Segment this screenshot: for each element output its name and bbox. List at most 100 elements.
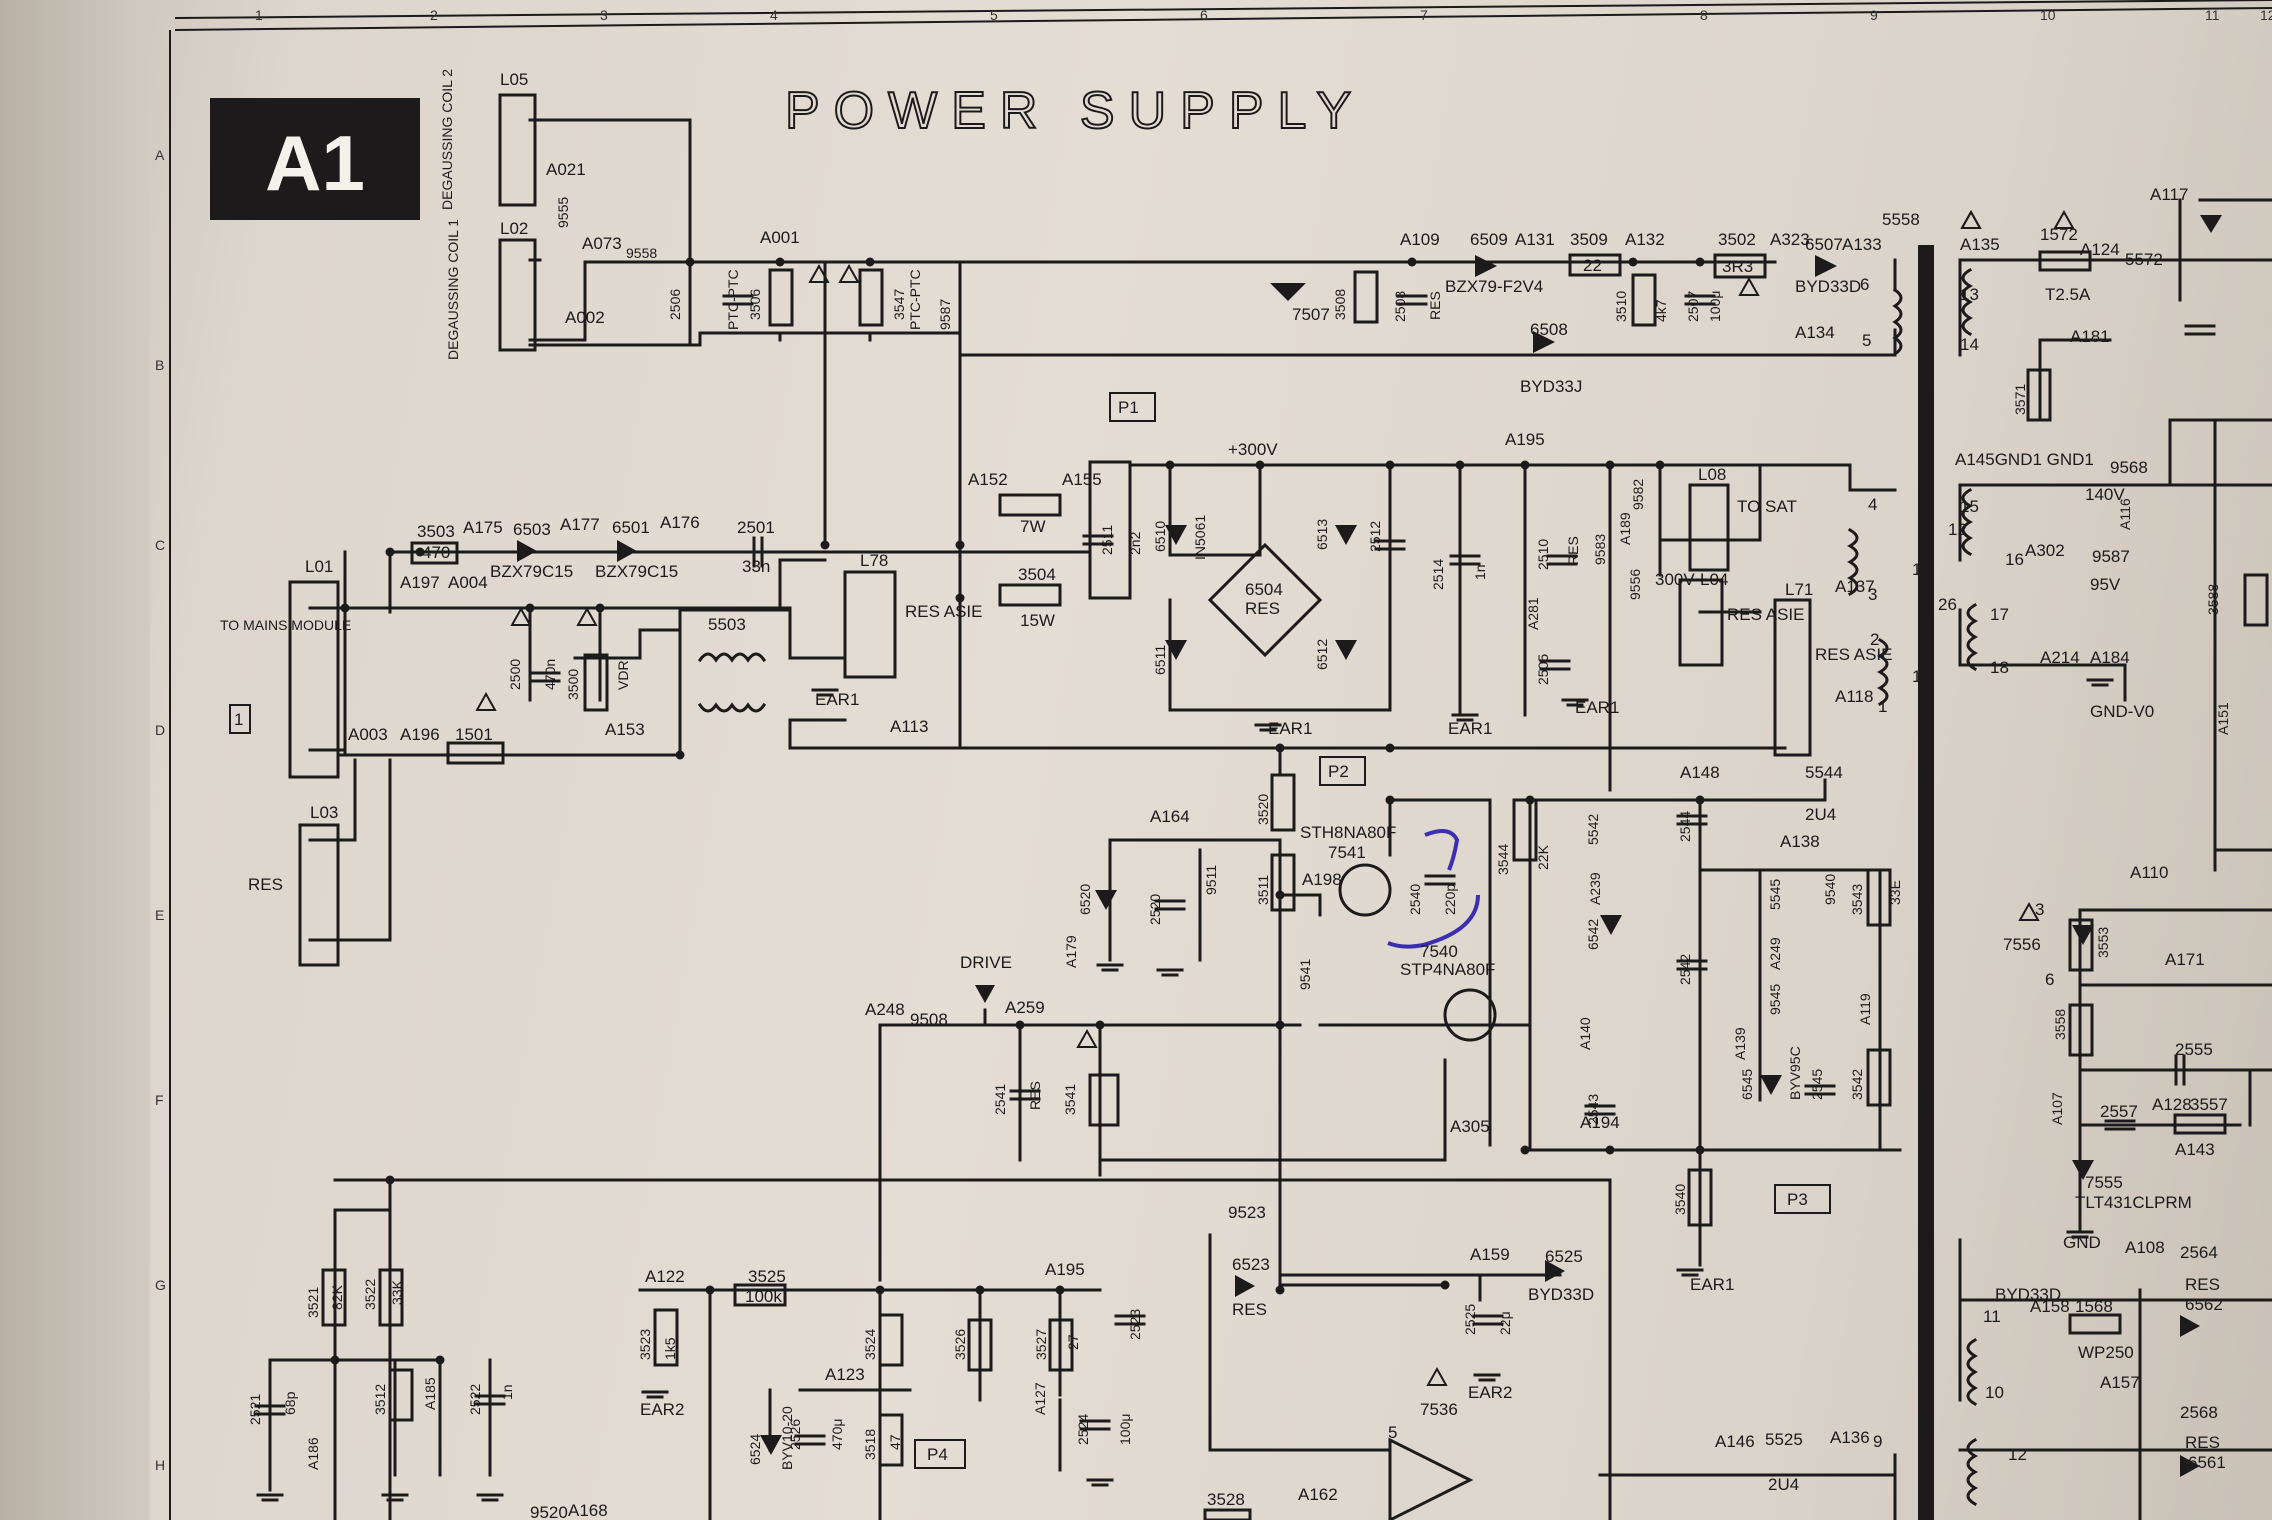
capacitor-5 — [1539, 659, 1571, 671]
capacitor-6 — [752, 536, 764, 568]
label-3510: 3510 — [1613, 291, 1629, 322]
capacitor-group — [254, 294, 2216, 1446]
label-2512: 2512 — [1367, 521, 1383, 552]
label-a124: A124 — [2080, 240, 2120, 259]
sheet-badge-box — [210, 98, 420, 220]
label-a249: A249 — [1767, 937, 1783, 970]
diode-6513 — [1335, 525, 1357, 545]
label-2524: 2524 — [1075, 1414, 1091, 1445]
capacitor-12 — [1009, 1089, 1041, 1101]
label-a073: A073 — [582, 234, 622, 253]
connector-l01 — [288, 580, 340, 779]
label-2540: 2540 — [1407, 884, 1423, 915]
junction-dot-33 — [1055, 1285, 1065, 1295]
label-9556: 9556 — [1627, 569, 1643, 600]
label-3571: 3571 — [2012, 384, 2028, 415]
junction-dot-30 — [1095, 1020, 1105, 1030]
wires — [268, 118, 2272, 1520]
label-a108: A108 — [2125, 1238, 2165, 1257]
label-15w: 15W — [1020, 611, 1055, 630]
label-pin-4: 4 — [1868, 495, 1877, 514]
label-pin-15: 15 — [1960, 497, 1979, 516]
label-a137: A137 — [1835, 577, 1875, 596]
warning-icons — [475, 209, 2075, 1386]
label-gnd-v0: GND-V0 — [2090, 702, 2154, 721]
ground-icon-0 — [811, 688, 839, 697]
coil-17 — [1966, 602, 1979, 672]
label-6510: 6510 — [1152, 521, 1168, 552]
warning-icon-4 — [475, 691, 497, 711]
label-res-2568: RES — [2185, 1433, 2220, 1452]
vdr-3500 — [583, 653, 609, 712]
label-3521: 3521 — [305, 1287, 321, 1318]
label-a171: A171 — [2165, 950, 2205, 969]
label-a176: A176 — [660, 513, 700, 532]
junction-dot-3 — [1407, 257, 1417, 267]
label-ear1-c: EAR1 — [1448, 719, 1492, 738]
label-p4: P4 — [927, 1445, 948, 1464]
label-9511: 9511 — [1203, 865, 1219, 895]
diode-6523 — [1235, 1275, 1255, 1297]
label-a135: A135 — [1960, 235, 2000, 254]
label-1n-2: 1n — [499, 1384, 515, 1400]
label-33n: 33n — [742, 557, 770, 576]
label-a302: A302 — [2025, 541, 2065, 560]
label-pin-9: 9 — [1873, 1432, 1882, 1451]
junction-dot-28 — [1275, 1020, 1285, 1030]
label-9523: 9523 — [1228, 1203, 1266, 1222]
junction-dot-40 — [1605, 1145, 1615, 1155]
label-6503: 6503 — [513, 520, 551, 539]
label-2514: 2514 — [1430, 559, 1446, 590]
label-a179: A179 — [1063, 935, 1079, 968]
connector-l05 — [498, 93, 537, 207]
resistor-3506 — [768, 268, 794, 327]
junction-dot-14 — [955, 540, 965, 550]
label-a109: A109 — [1400, 230, 1440, 249]
resistor-3541 — [1088, 1073, 1120, 1127]
label-2555: 2555 — [2175, 1040, 2213, 1059]
junction-dot-18 — [415, 547, 425, 557]
label-a145-gnd1: A145GND1 GND1 — [1955, 450, 2094, 469]
section-divider — [1918, 245, 1934, 1520]
drive-arrow-icon — [975, 985, 995, 1003]
relay-l78 — [843, 570, 897, 679]
diode-6507 — [1815, 255, 1837, 277]
label-ear1-a: EAR1 — [815, 690, 859, 709]
label-3540: 3540 — [1672, 1184, 1688, 1215]
label-2568: 2568 — [2180, 1403, 2218, 1422]
zener-7555 — [2072, 1160, 2094, 1180]
label-2543: 2543 — [1585, 1094, 1601, 1125]
relay-l08 — [1688, 483, 1730, 572]
label-bzx79c15a: BZX79C15 — [490, 562, 573, 581]
label-pin-2: 2 — [1870, 630, 1879, 649]
label-a177: A177 — [560, 515, 600, 534]
label-p2: P2 — [1328, 762, 1349, 781]
ground-icon-7 — [641, 1390, 669, 1399]
capacitor-14 — [1396, 294, 1428, 306]
label-a117: A117 — [2150, 185, 2188, 204]
label-9555: 9555 — [555, 197, 571, 228]
ruler-top-10: 10 — [2040, 7, 2056, 23]
label-pin-3: 3 — [1868, 585, 1877, 604]
label-33k: 33K — [389, 1279, 405, 1305]
junction-dot-7 — [1255, 460, 1265, 470]
label-a181: A181 — [2070, 327, 2110, 346]
resistor-3504 — [998, 583, 1062, 607]
label-9508: 9508 — [910, 1010, 948, 1029]
warning-icon-8 — [1960, 209, 1982, 229]
label-deg2: DEGAUSSING COIL 2 — [439, 69, 455, 210]
label-2541: 2541 — [992, 1084, 1008, 1115]
label-pin-6-right: 6 — [2045, 970, 2054, 989]
resistor-3508 — [1353, 270, 1379, 324]
label-2545: 2545 — [1809, 1069, 1825, 1100]
resistor-3502 — [1713, 253, 1767, 279]
label-a155: A155 — [1062, 470, 1102, 489]
label-res-2508: RES — [1427, 291, 1443, 320]
junction-dot-20 — [595, 603, 605, 613]
label-3523: 3523 — [637, 1329, 653, 1360]
label-pin-26: 26 — [1938, 595, 1957, 614]
junction-dot-23 — [1385, 743, 1395, 753]
components — [229, 93, 2269, 1520]
label-3526: 3526 — [952, 1329, 968, 1360]
label-pin-10: 10 — [1985, 1383, 2004, 1402]
